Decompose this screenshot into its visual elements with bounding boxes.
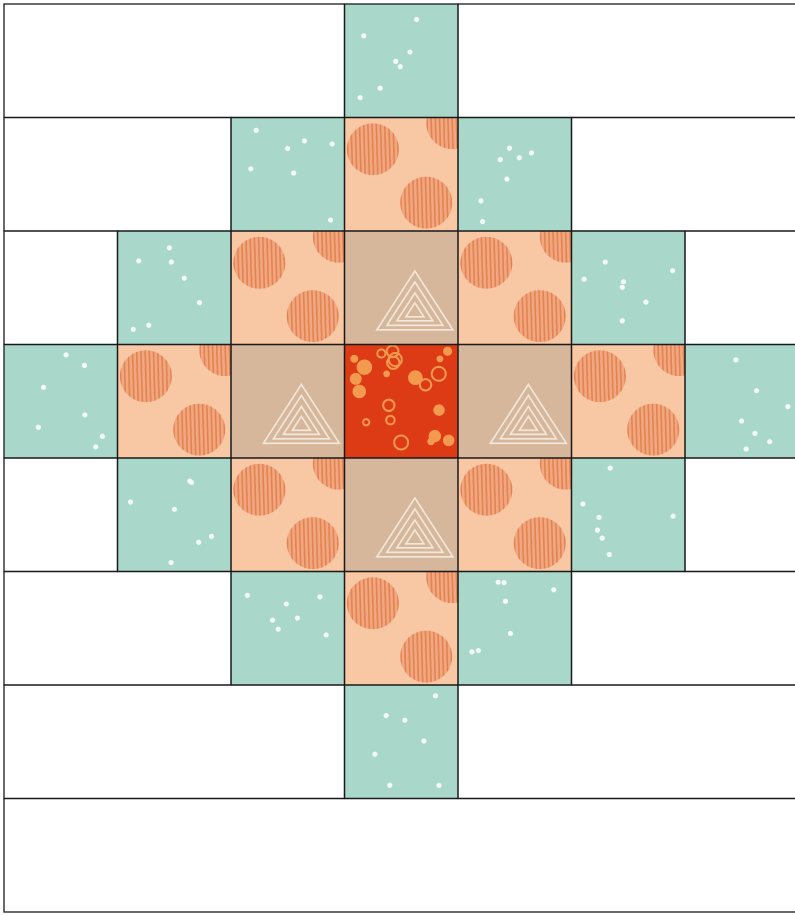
aqua-fabric-patch [458, 118, 572, 232]
white-patch [4, 231, 118, 345]
white-patch [685, 458, 795, 572]
white-patch [685, 231, 795, 345]
tan-fabric-patch [345, 231, 459, 345]
red-fabric-patch [345, 345, 459, 459]
aqua-fabric-patch [231, 118, 345, 232]
white-bottom-strip [4, 799, 795, 913]
white-patch [458, 4, 795, 118]
tan-fabric-patch [345, 458, 459, 572]
tan-fabric-patch [458, 345, 572, 459]
aqua-fabric-patch [572, 231, 686, 345]
quilt-row [4, 685, 795, 799]
white-patch [458, 685, 795, 799]
aqua-fabric-patch [118, 231, 232, 345]
tan-fabric-patch [231, 345, 345, 459]
white-patch [572, 572, 795, 686]
white-patch [572, 118, 795, 232]
aqua-fabric-patch [4, 345, 118, 459]
quilt-row [4, 4, 795, 118]
quilt-row [4, 799, 795, 913]
white-patch [4, 685, 345, 799]
aqua-fabric-patch [118, 458, 232, 572]
aqua-fabric-patch [458, 572, 572, 686]
aqua-fabric-patch [572, 458, 686, 572]
aqua-fabric-patch [345, 685, 459, 799]
white-patch [4, 4, 345, 118]
white-patch [4, 118, 231, 232]
white-patch [4, 572, 231, 686]
aqua-fabric-patch [231, 572, 345, 686]
aqua-fabric-patch [685, 345, 795, 459]
white-patch [4, 458, 118, 572]
aqua-fabric-patch [345, 4, 459, 118]
